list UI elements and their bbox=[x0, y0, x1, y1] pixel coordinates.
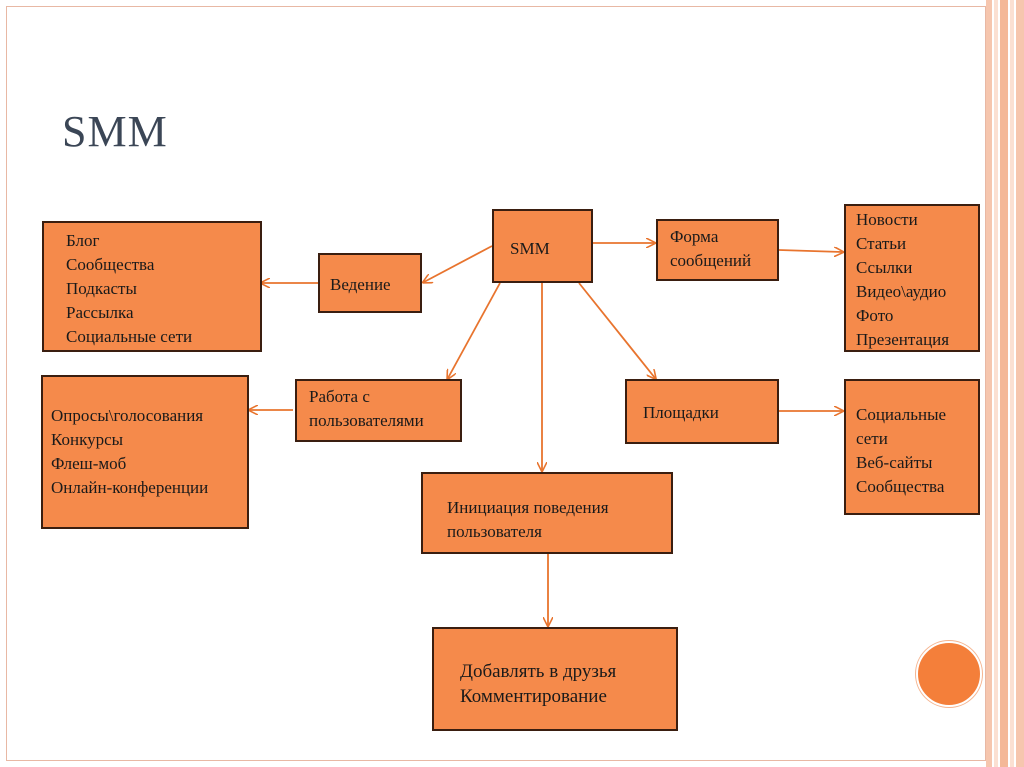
node-line: Блог bbox=[66, 231, 100, 250]
node-forma: Форма сообщений bbox=[656, 219, 779, 281]
node-line: SMM bbox=[510, 239, 550, 258]
node-line: Сообщества bbox=[856, 477, 945, 496]
node-line: Статьи bbox=[856, 234, 907, 253]
node-line: Презентация bbox=[856, 330, 950, 349]
node-line: Форма bbox=[670, 227, 719, 246]
node-line: Веб-сайты bbox=[856, 453, 933, 472]
node-iniciaciya: Инициация поведения пользователя bbox=[421, 472, 673, 554]
slide-title: SMM bbox=[62, 107, 168, 156]
decor-stripe bbox=[1016, 0, 1024, 767]
edge-smm-rabota bbox=[448, 282, 501, 378]
node-line: Ссылки bbox=[856, 258, 913, 277]
node-line: Сообщества bbox=[66, 255, 155, 274]
node-line: Работа с bbox=[309, 387, 370, 406]
node-line: Новости bbox=[856, 210, 918, 229]
node-line: Ведение bbox=[330, 275, 391, 294]
node-line: пользователя bbox=[447, 522, 542, 541]
node-line: пользователями bbox=[309, 411, 424, 430]
node-line: Инициация поведения bbox=[447, 498, 609, 517]
node-line: Конкурсы bbox=[51, 430, 124, 449]
edge-forma-items bbox=[778, 250, 842, 252]
node-line: Подкасты bbox=[66, 279, 137, 298]
slide-frame bbox=[6, 6, 986, 761]
node-line: сообщений bbox=[670, 251, 752, 270]
node-line: Социальные сети bbox=[66, 327, 193, 346]
edge-smm-vedenie bbox=[424, 245, 493, 282]
node-line: Фото bbox=[856, 306, 894, 325]
decor-stripe bbox=[994, 0, 998, 767]
node-line: сети bbox=[856, 429, 888, 448]
node-line: Добавлять в друзья bbox=[460, 661, 617, 682]
node-line: Площадки bbox=[643, 403, 719, 422]
node-smm: SMM bbox=[492, 209, 593, 283]
node-line: Комментирование bbox=[460, 686, 607, 707]
accent-circle bbox=[916, 641, 982, 707]
edge-smm-ploshchadki bbox=[578, 282, 655, 378]
node-line: Социальные bbox=[856, 405, 947, 424]
node-line: Флеш-моб bbox=[51, 454, 127, 473]
node-rabota: Работа с пользователями bbox=[295, 379, 462, 442]
node-vedenie: Ведение bbox=[318, 253, 422, 313]
node-line: Видео\аудио bbox=[856, 282, 947, 301]
decor-stripe bbox=[1010, 0, 1014, 767]
node-line: Опросы\голосования bbox=[51, 406, 204, 425]
node-line: Рассылка bbox=[66, 303, 134, 322]
decor-stripe bbox=[986, 0, 992, 767]
node-line: Онлайн-конференции bbox=[51, 478, 209, 497]
decor-stripe bbox=[1000, 0, 1008, 767]
node-ploshchadki: Площадки bbox=[625, 379, 779, 444]
